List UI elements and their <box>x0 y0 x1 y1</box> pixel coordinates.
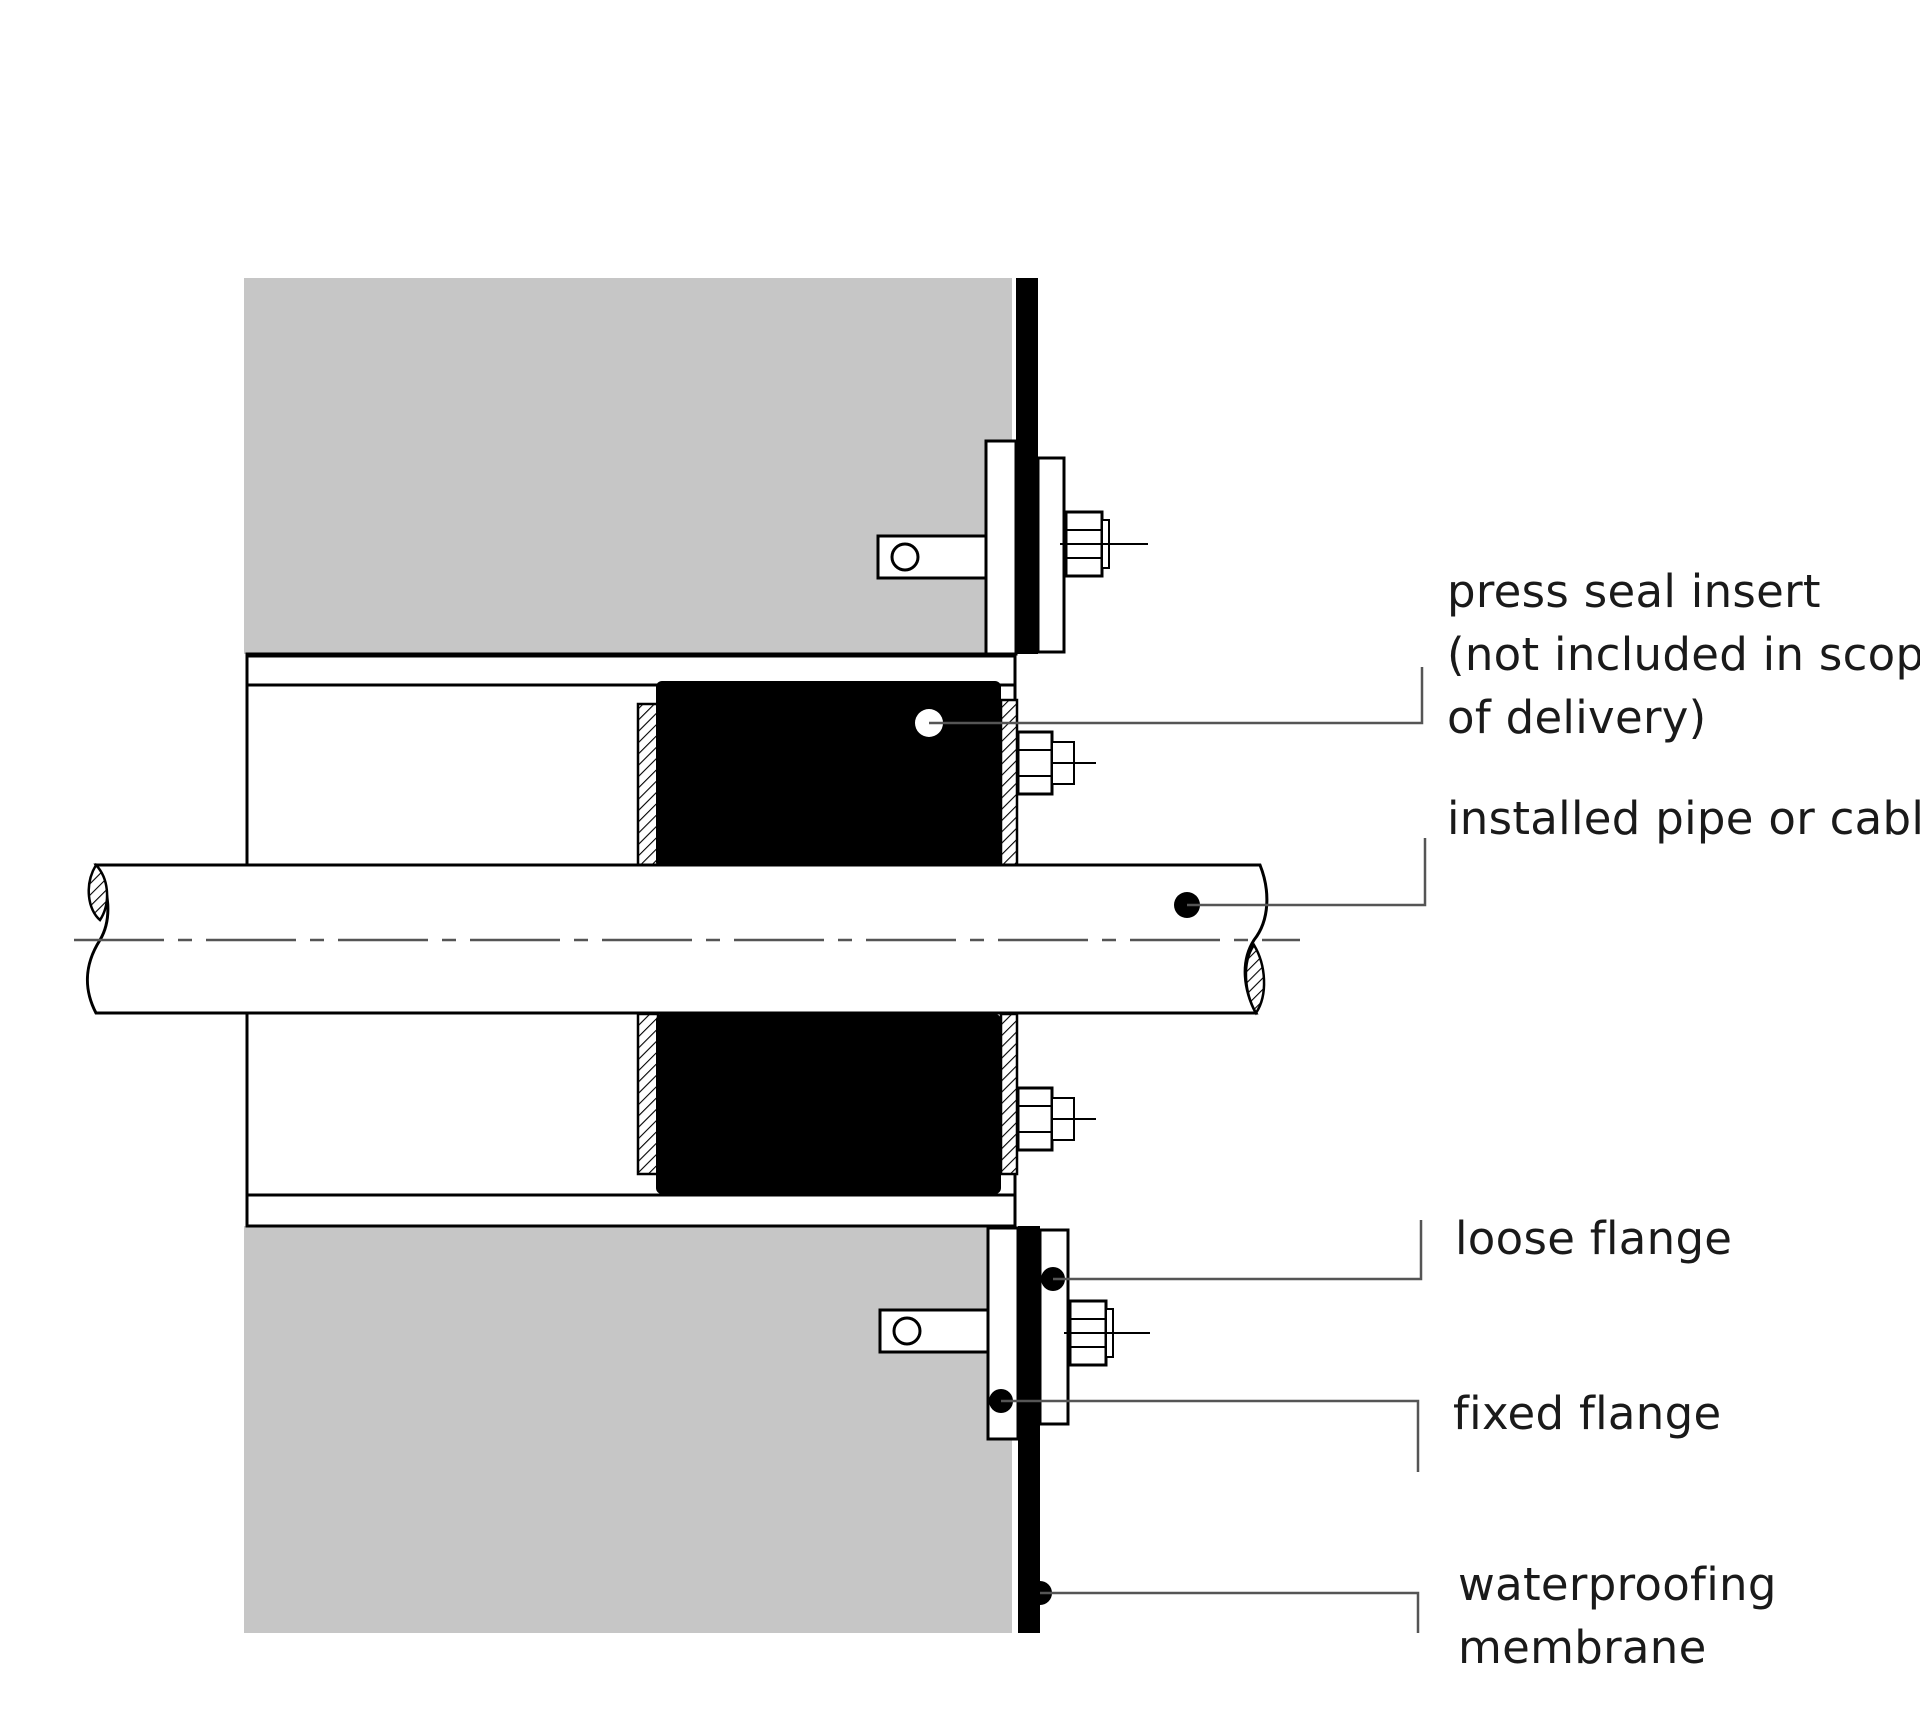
leader-fixed-flange <box>989 1389 1420 1472</box>
label-line: membrane <box>1458 1621 1707 1674</box>
bolt-lower <box>1064 1299 1150 1367</box>
seal-body-lower <box>656 1014 1001 1194</box>
loose-flange-lower <box>1038 1228 1070 1426</box>
pressure-plate-left-upper <box>636 702 660 870</box>
bolt-upper <box>1060 510 1148 578</box>
leader-installed-pipe <box>1174 838 1427 918</box>
label-line: loose flange <box>1455 1212 1733 1265</box>
fixed-flange-upper <box>984 439 1018 656</box>
label-line: press seal insert <box>1447 565 1821 618</box>
wall-lower <box>244 1226 1012 1633</box>
leader-press-seal <box>915 667 1424 737</box>
pipe-end-right <box>1244 942 1266 1016</box>
leader-waterproofing-membrane <box>1028 1581 1420 1633</box>
leader-loose-flange <box>1041 1220 1423 1291</box>
seal-bolt-upper <box>1016 730 1096 796</box>
pipe-end-left <box>87 862 109 922</box>
label-fixed-flange: fixed flange <box>1453 1382 1721 1445</box>
membrane-upper <box>1016 278 1038 654</box>
pressure-plate-left-lower <box>636 1012 660 1176</box>
pressure-plate-right-lower <box>999 1012 1019 1176</box>
loose-flange-upper <box>1036 456 1066 654</box>
label-installed-pipe: installed pipe or cable <box>1447 787 1920 850</box>
label-line: installed pipe or cable <box>1447 792 1920 845</box>
label-line: of delivery) <box>1447 691 1707 744</box>
wall-upper <box>244 278 1012 654</box>
membrane-lower <box>1018 1226 1040 1633</box>
seal-bolt-lower <box>1016 1086 1096 1152</box>
label-line: fixed flange <box>1453 1387 1722 1440</box>
label-press-seal-insert: press seal insert (not included in scope… <box>1447 560 1920 749</box>
label-waterproofing-membrane: waterproofing membrane <box>1458 1553 1777 1679</box>
pressure-plate-right-upper <box>999 698 1019 870</box>
label-loose-flange: loose flange <box>1455 1207 1732 1270</box>
seal-body-upper <box>656 681 1001 868</box>
label-line: (not included in scope <box>1447 628 1920 681</box>
label-line: waterproofing <box>1458 1558 1777 1611</box>
